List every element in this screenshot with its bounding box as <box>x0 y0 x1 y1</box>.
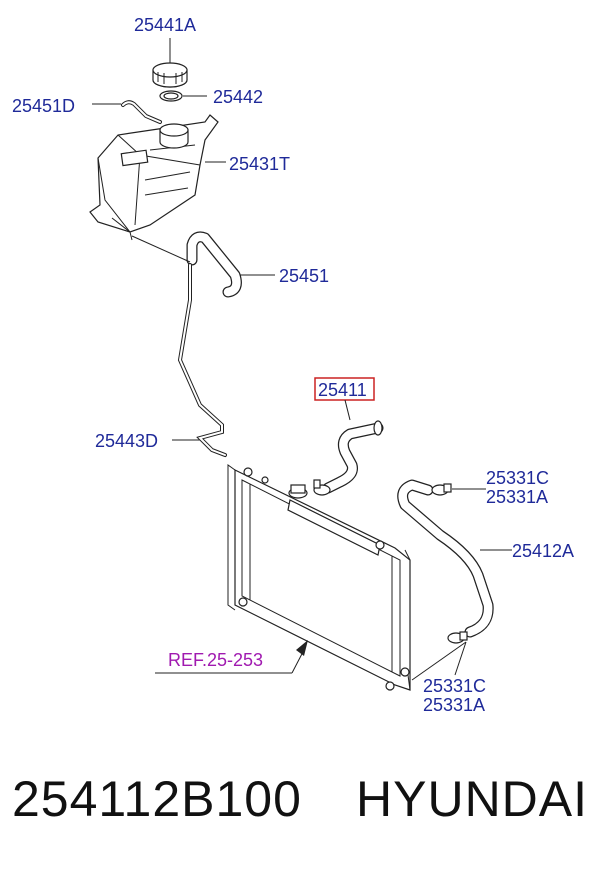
cap-gasket[interactable] <box>159 90 183 102</box>
label-reservoir-hose[interactable]: 25451 <box>279 266 329 286</box>
upper-radiator-hose[interactable] <box>322 420 384 494</box>
reference-arrow <box>155 640 308 674</box>
label-reservoir[interactable]: 25431T <box>229 154 290 174</box>
selected-part-highlight <box>314 377 375 401</box>
reservoir-hose[interactable] <box>186 231 242 298</box>
lower-hose-lower-clamp[interactable] <box>447 631 468 644</box>
label-overflow-hose[interactable]: 25451D <box>12 96 75 116</box>
label-lower-clamp-c[interactable]: 25331C <box>423 676 486 696</box>
brand-name: HYUNDAI <box>356 771 589 827</box>
upper-hose-clamp[interactable] <box>313 479 331 496</box>
reservoir-cap[interactable] <box>152 62 188 88</box>
label-selected-hose[interactable]: 25411 <box>318 380 367 400</box>
label-lower-clamp-a[interactable]: 25331A <box>423 695 485 715</box>
radiator[interactable] <box>227 464 411 691</box>
return-pipe[interactable] <box>177 263 227 457</box>
label-reservoir-cap[interactable]: 25441A <box>134 15 196 35</box>
overflow-hose[interactable] <box>121 100 162 124</box>
part-number: 254112B100 <box>12 771 302 827</box>
label-lower-hose[interactable]: 25412A <box>512 541 574 561</box>
lower-hose-upper-clamp[interactable] <box>431 483 452 496</box>
label-upper-clamp-c[interactable]: 25331C <box>486 468 549 488</box>
label-cap-gasket[interactable]: 25442 <box>213 87 263 107</box>
coolant-reservoir[interactable] <box>89 114 219 241</box>
parts-diagram: 25441A 25442 25451D 25431T 25451 25411 2… <box>12 15 574 715</box>
label-return-pipe[interactable]: 25443D <box>95 431 158 451</box>
footer: 254112B100 HYUNDAI <box>0 770 600 840</box>
label-radiator-ref[interactable]: REF.25-253 <box>168 650 263 670</box>
lower-radiator-hose[interactable] <box>397 479 494 638</box>
label-upper-clamp-a[interactable]: 25331A <box>486 487 548 507</box>
